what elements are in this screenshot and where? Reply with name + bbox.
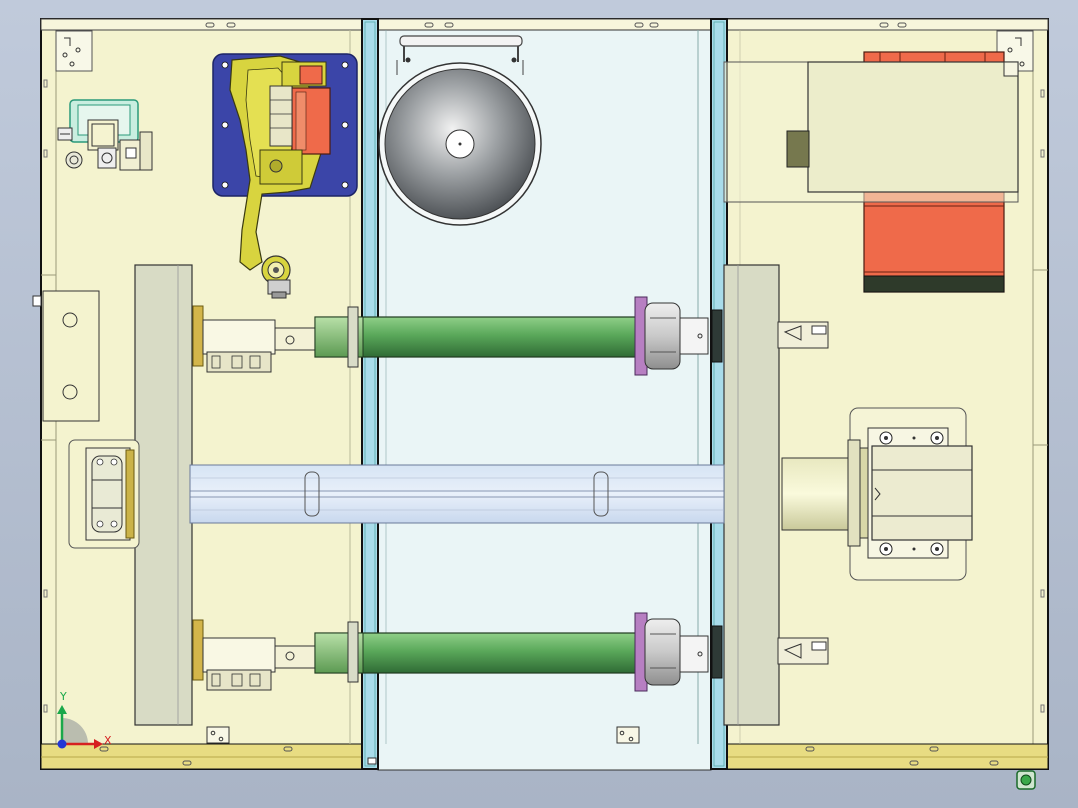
right-drive-unit[interactable]: [781, 407, 973, 581]
lower-roller-assembly[interactable]: [192, 612, 829, 692]
x-axis-label: X: [104, 734, 112, 747]
electrical-cabinet[interactable]: [723, 51, 1019, 293]
upper-roller[interactable]: [314, 316, 646, 358]
robot-arm[interactable]: [212, 53, 358, 299]
lower-roller[interactable]: [314, 632, 646, 674]
coordinate-triad: Y X: [57, 690, 112, 749]
view-orientation-icon[interactable]: [1016, 770, 1036, 790]
right-pedestal[interactable]: [723, 264, 780, 726]
left-glass-post: [361, 18, 379, 770]
guide-beam[interactable]: [189, 464, 725, 524]
top-rail: [40, 18, 1049, 31]
upper-roller-assembly[interactable]: [192, 296, 829, 376]
control-panel: [807, 61, 1019, 193]
panel-connector: [786, 130, 810, 168]
motor-assembly[interactable]: [57, 99, 153, 171]
hatch-handle[interactable]: [399, 35, 523, 47]
circular-hatch[interactable]: [378, 35, 542, 226]
left-pedestal[interactable]: [134, 264, 193, 726]
floor-clips: [206, 726, 640, 744]
wall-mount-box: [32, 290, 100, 422]
gearbox-left[interactable]: [68, 439, 140, 549]
y-axis-label: Y: [59, 690, 67, 703]
corner-bracket-left: [55, 30, 93, 72]
